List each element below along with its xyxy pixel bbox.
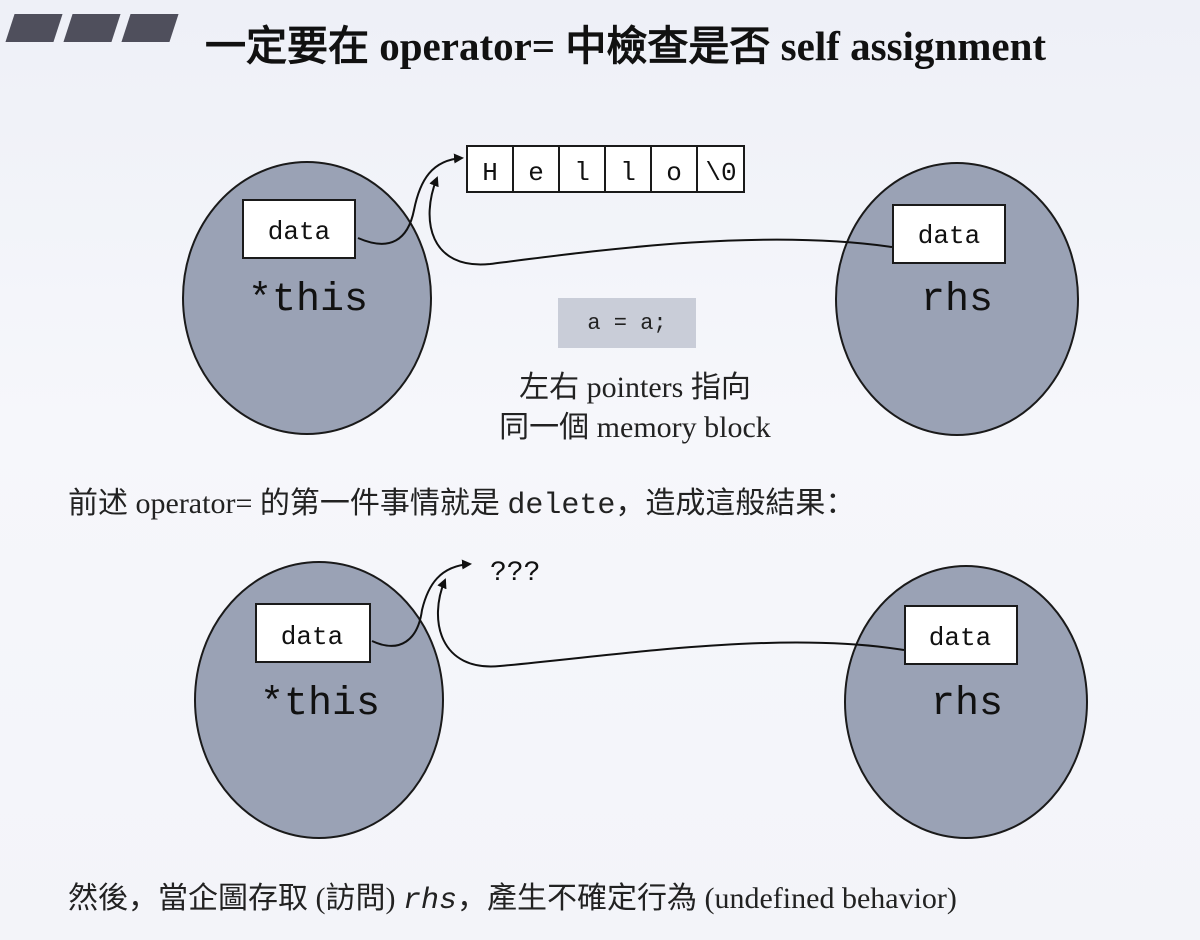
memory-block: H e l l o \0: [466, 145, 745, 193]
slide-title: 一定要在 operator= 中檢查是否 self assignment: [205, 12, 1046, 72]
memory-cell-5: \0: [705, 158, 736, 188]
title-suffix: 中檢查是否 self assignment: [555, 23, 1047, 69]
pointer-caption: 左右 pointers 指向 同一個 memory block: [455, 368, 815, 448]
consequence-before: 然後，當企圖存取 (訪問): [68, 882, 403, 915]
rhs-data-box-bottom: [904, 605, 1018, 665]
consequence-code: rhs: [402, 884, 457, 918]
this-name-label-bottom: *this: [260, 682, 380, 727]
consequence-text: 然後，當企圖存取 (訪問) rhs，產生不確定行為 (undefined beh…: [68, 873, 957, 918]
memory-cell-1: e: [528, 158, 544, 188]
this-data-label-bottom: data: [281, 622, 343, 652]
this-pointer-arrow-bottom: [371, 559, 472, 647]
explanation-code: delete: [507, 489, 616, 523]
this-pointer-arrow-top: [357, 153, 464, 245]
title-operator: operator=: [379, 23, 556, 69]
explanation-after: ，造成這般結果：: [615, 487, 856, 520]
rhs-pointer-arrow-bottom: [437, 578, 905, 668]
consequence-after: ，產生不確定行為 (undefined behavior): [457, 882, 957, 915]
this-name-label-top: *this: [248, 278, 368, 323]
rhs-data-label-top: data: [918, 221, 980, 251]
rhs-name-label-bottom: rhs: [931, 682, 1003, 727]
bottom-diagram: data *this data rhs ???: [194, 558, 1088, 839]
rhs-data-box-top: [892, 204, 1006, 264]
memory-cell-2: l: [574, 158, 590, 188]
code-snippet: a = a;: [558, 298, 696, 348]
this-data-label-top: data: [268, 217, 330, 247]
top-diagram: data *this data rhs H e l l o \0: [182, 145, 1079, 436]
this-data-box-top: [242, 199, 356, 259]
explanation-text: 前述 operator= 的第一件事情就是 delete，造成這般結果：: [68, 478, 855, 523]
memory-cell-0: H: [482, 158, 498, 188]
rhs-data-label-bottom: data: [929, 623, 991, 653]
memory-cell-4: o: [666, 158, 682, 188]
explanation-before: 前述 operator= 的第一件事情就是: [68, 487, 508, 520]
rhs-name-label-top: rhs: [921, 278, 993, 323]
unknown-target-label: ???: [490, 558, 540, 589]
this-data-box-bottom: [255, 603, 371, 663]
caption-line-2: 同一個 memory block: [499, 411, 771, 444]
title-prefix: 一定要在: [205, 23, 380, 69]
memory-cell-3: l: [620, 158, 636, 188]
caption-line-1: 左右 pointers 指向: [519, 371, 751, 404]
rhs-pointer-arrow-top: [428, 176, 893, 266]
